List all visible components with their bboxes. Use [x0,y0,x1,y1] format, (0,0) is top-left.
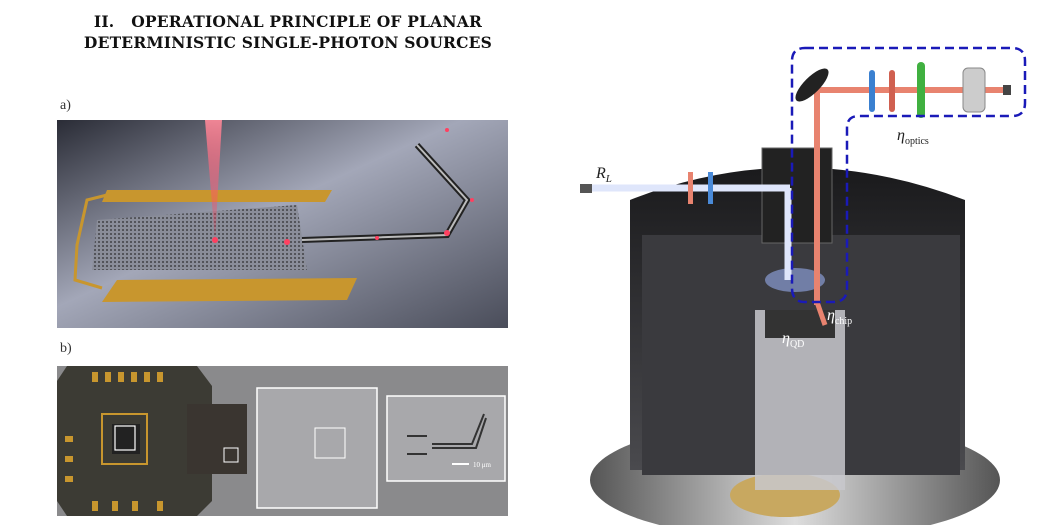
photonic-crystal [92,205,307,270]
gold-electrode-bottom [102,278,357,302]
svg-text:ηQD: ηQD [782,330,804,350]
laser-label: R [595,165,606,182]
sample-mount [755,310,845,490]
optics-dashed-outline [790,46,1027,304]
svg-text:ηoptics: ηoptics [897,127,929,147]
panel-b-chip-micrographs: 10 μm [57,366,508,516]
scale-bar-label: 10 μm [473,461,492,469]
panel-a-device-render [57,120,508,328]
mirror [795,68,829,102]
panel-a-label: a) [60,98,71,113]
section-heading: II. OPERATIONAL PRINCIPLE OF PLANAR DETE… [28,11,548,53]
objective-lens [765,268,825,292]
section-number: II. [93,12,115,31]
chip-efficiency-label: η [827,307,835,324]
panel-b-label: b) [60,341,72,356]
section-title-line1: OPERATIONAL PRINCIPLE OF PLANAR [131,12,483,31]
svg-text:ηchip: ηchip [827,307,852,327]
section-title-line2: DETERMINISTIC SINGLE-PHOTON SOURCES [83,33,493,52]
svg-text:RL: RL [595,165,612,185]
optics-efficiency-label: η [897,127,905,144]
beam-splitter [761,147,833,244]
setup-render: RL ηoptics ηchip ηQD [575,40,1055,525]
qd-efficiency-label: η [782,330,790,347]
laser-beam [205,120,222,240]
